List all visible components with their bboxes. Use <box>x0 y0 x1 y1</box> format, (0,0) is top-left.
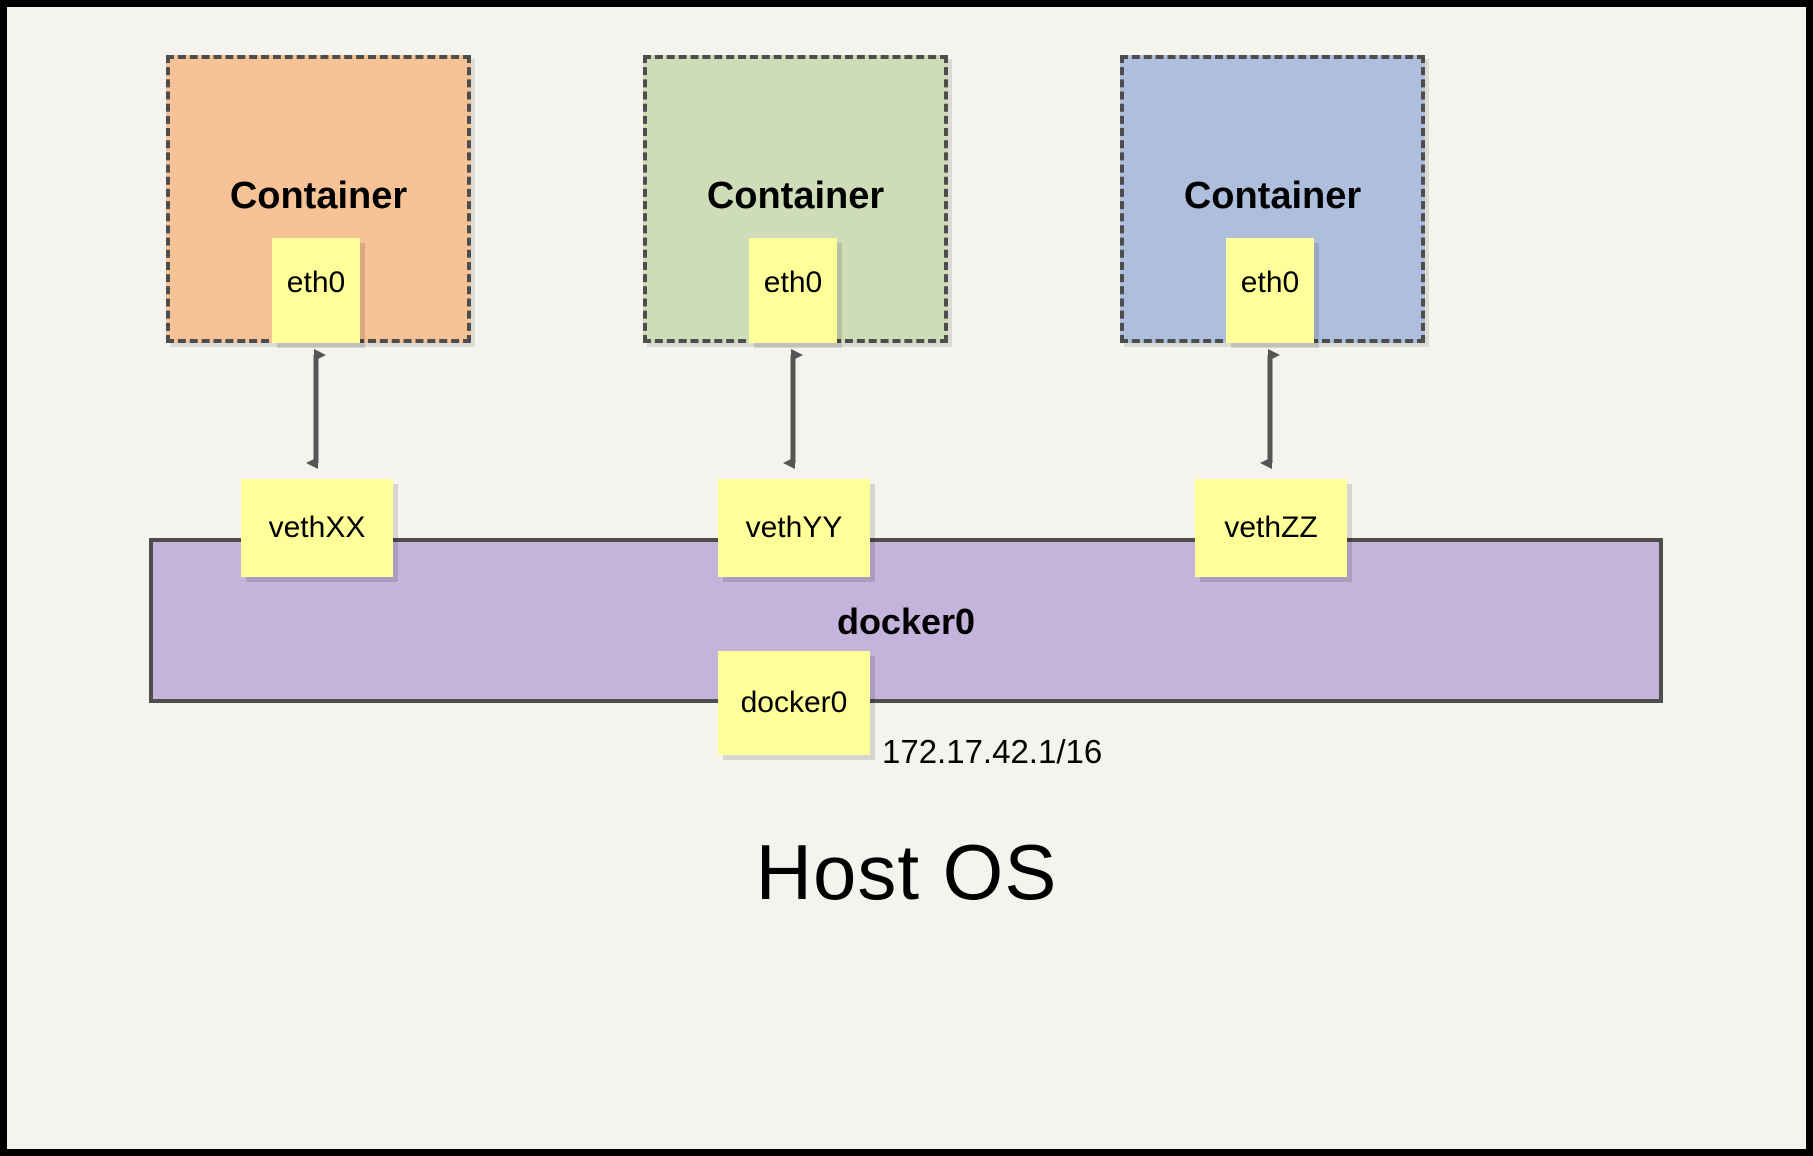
arrow-container-3-to-veth-3 <box>1260 349 1280 469</box>
docker0-ip-address: 172.17.42.1/16 <box>882 733 1103 770</box>
arrow-container-1-to-veth-1 <box>306 349 326 469</box>
veth-interface-2: vethYY <box>718 479 870 577</box>
veth-interface-3: vethZZ <box>1195 479 1347 577</box>
arrow-container-2-to-veth-2 <box>783 349 803 469</box>
host-os-label: Host OS <box>755 828 1058 916</box>
veth-interface-1: vethXX <box>241 479 393 577</box>
docker0-bridge-label: docker0 <box>836 601 976 642</box>
docker0-bridge <box>149 538 1663 703</box>
eth0-interface-2: eth0 <box>749 238 837 343</box>
eth0-interface-3: eth0 <box>1226 238 1314 343</box>
container-title-2: Container <box>706 175 885 217</box>
container-title-3: Container <box>1183 175 1362 217</box>
container-title-1: Container <box>229 175 408 217</box>
eth0-interface-1: eth0 <box>272 238 360 343</box>
docker0-interface-box: docker0 <box>718 651 870 755</box>
